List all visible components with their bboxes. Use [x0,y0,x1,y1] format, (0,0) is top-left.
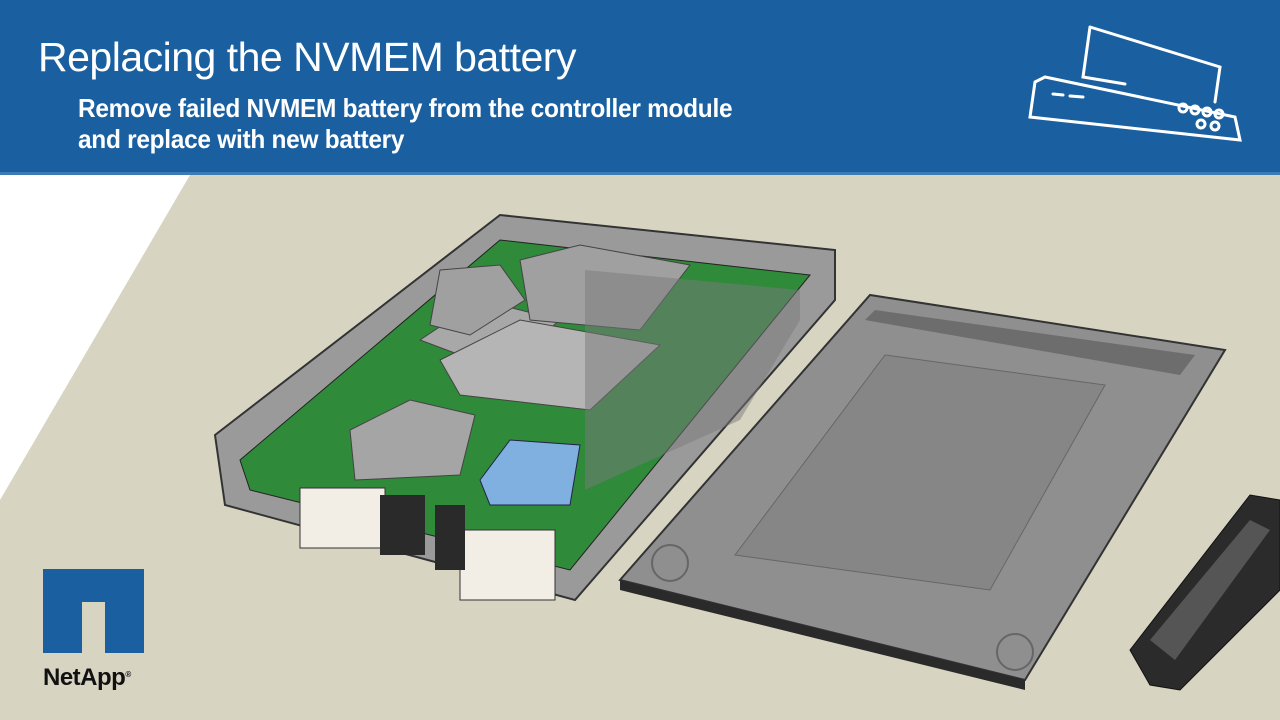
netapp-logo-text: NetApp® [43,664,131,692]
subtitle-line-1: Remove failed NVMEM battery from the con… [78,93,733,123]
storage-controller-sketch-icon [1028,25,1242,142]
controller-module [213,213,836,602]
page-subtitle: Remove failed NVMEM battery from the con… [78,93,733,155]
heatsink [429,264,526,336]
port-block [299,487,386,549]
logo-wordmark: NetApp [43,664,126,691]
page-title: Replacing the NVMEM battery [38,34,576,80]
heatsink [349,399,476,481]
netapp-logo-icon [43,569,144,653]
title-banner: Replacing the NVMEM battery Remove faile… [0,0,1280,175]
port-block [459,529,556,601]
subtitle-line-2: and replace with new battery [78,124,405,154]
controller-cover [618,293,1227,690]
registered-mark: ® [125,670,131,679]
nvmem-battery-holder [479,439,581,506]
nvmem-battery [1129,494,1280,691]
